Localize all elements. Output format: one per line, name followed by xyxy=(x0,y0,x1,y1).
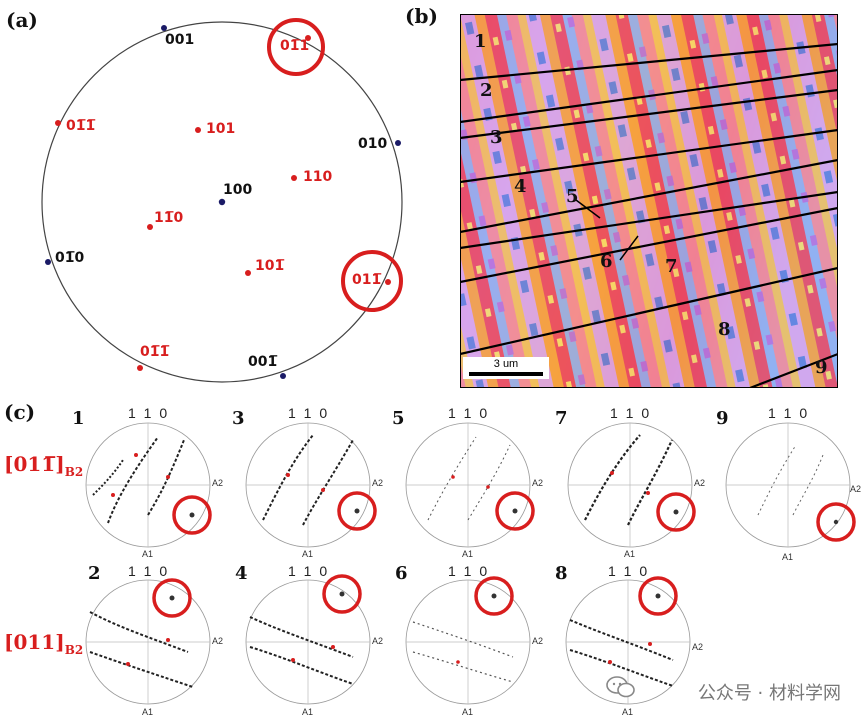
pole-dot xyxy=(305,35,311,41)
pole-dot xyxy=(195,127,201,133)
pole-figure-1 xyxy=(85,422,212,548)
pole-label-010: 010 xyxy=(358,136,388,152)
pf-a1-3: A1 xyxy=(302,549,314,559)
pf-a1-1: A1 xyxy=(142,549,154,559)
pf-a1-9: A1 xyxy=(782,552,794,562)
pole-figure-number-6: 6 xyxy=(395,563,408,584)
pole-dot xyxy=(137,365,143,371)
scale-bar: 3 um xyxy=(463,357,549,379)
pole-figure-2 xyxy=(85,578,211,705)
pole-dot xyxy=(385,279,391,285)
pole-figure-number-7: 7 xyxy=(555,408,568,429)
grain-number-7: 7 xyxy=(665,256,678,277)
pf-top-axis-5: 1 1 0 xyxy=(448,405,490,421)
pf-a1-8: A1 xyxy=(622,707,634,717)
pf-a2-9: A2 xyxy=(850,484,862,494)
grain-number-9: 9 xyxy=(815,357,828,378)
pf-a2-8: A2 xyxy=(692,642,704,652)
pole-label-001: 001 xyxy=(165,32,195,48)
pole-figure-number-4: 4 xyxy=(235,563,248,584)
pole-figure-number-1: 1 xyxy=(72,408,85,429)
pole-figure-number-9: 9 xyxy=(716,408,729,429)
pole-figure-number-2: 2 xyxy=(88,563,101,584)
pole-figure-number-5: 5 xyxy=(392,408,405,429)
grain-number-6: 6 xyxy=(600,251,613,272)
ebsd-orientation-map xyxy=(460,14,838,388)
pole-figure-number-3: 3 xyxy=(232,408,245,429)
pf-a2-5: A2 xyxy=(532,478,544,488)
pole-dot xyxy=(245,270,251,276)
pf-a2-2: A2 xyxy=(212,636,224,646)
grain-number-1: 1 xyxy=(474,31,487,52)
pf-a2-1: A2 xyxy=(212,478,224,488)
pole-label-00-1bar: 001̅ xyxy=(248,354,278,370)
pole-label-110: 110 xyxy=(303,169,333,185)
pf-a2-7: A2 xyxy=(694,478,706,488)
pf-top-axis-8: 1 1 0 xyxy=(608,563,650,579)
pole-figure-number-8: 8 xyxy=(555,563,568,584)
pole-label-10-1bar: 101̅ xyxy=(255,258,285,274)
pf-a1-5: A1 xyxy=(462,549,474,559)
panel-c-label: (c) xyxy=(4,400,36,424)
pf-top-axis-9: 1 1 0 xyxy=(768,405,810,421)
pole-label-0-1bar-1bar: 01̅1̅ xyxy=(66,118,96,134)
pole-figure-4 xyxy=(245,574,371,705)
row-label-011: [011]B2 xyxy=(4,630,84,657)
pole-figure-6 xyxy=(405,576,531,705)
pf-top-axis-2: 1 1 0 xyxy=(128,563,170,579)
pole-label-01-1bar: 011̅ xyxy=(352,272,382,288)
pole-label-1-1bar-0: 11̅0 xyxy=(154,210,184,226)
stereographic-projection xyxy=(41,18,403,383)
wechat-icon xyxy=(606,676,635,698)
grain-number-4: 4 xyxy=(514,176,527,197)
highlight-circle-top xyxy=(267,18,325,76)
highlight-circle-right xyxy=(341,250,403,312)
pole-dot xyxy=(55,120,61,126)
grain-number-5: 5 xyxy=(566,186,579,207)
pf-a1-7: A1 xyxy=(624,549,636,559)
pole-label-100: 100 xyxy=(223,182,253,198)
grain-number-3: 3 xyxy=(490,127,503,148)
pole-figure-8 xyxy=(565,576,691,705)
pf-a2-3: A2 xyxy=(372,478,384,488)
pole-label-101: 101 xyxy=(206,121,236,137)
grain-number-8: 8 xyxy=(718,319,731,340)
pole-figure-3 xyxy=(245,422,377,548)
panel-b-label: (b) xyxy=(405,4,438,28)
pf-top-axis-7: 1 1 0 xyxy=(610,405,652,421)
pf-a1-2: A1 xyxy=(142,707,154,717)
pole-label-0-1bar-0: 01̅0 xyxy=(55,250,85,266)
pole-dot xyxy=(280,373,286,379)
pf-a1-6: A1 xyxy=(462,707,474,717)
scale-bar-label: 3 um xyxy=(493,358,519,370)
pf-a1-4: A1 xyxy=(302,707,314,717)
pole-label-0-1bar-1: 01̅1 xyxy=(280,38,310,54)
pf-a2-4: A2 xyxy=(372,636,384,646)
pole-figure-5 xyxy=(405,422,535,548)
pole-dot xyxy=(45,259,51,265)
pole-dot xyxy=(395,140,401,146)
pf-top-axis-3: 1 1 0 xyxy=(288,405,330,421)
watermark-text: 公众号 · 材料学网 xyxy=(697,683,841,704)
pole-label-0-1bar-1bar-bottom: 01̅1̅ xyxy=(140,344,170,360)
pf-a2-6: A2 xyxy=(532,636,544,646)
pf-top-axis-1: 1 1 0 xyxy=(128,405,170,421)
pole-figure-7 xyxy=(567,422,696,548)
row-label-011bar: [011̅]B2 xyxy=(4,452,84,479)
scale-bar-line xyxy=(469,372,543,376)
pf-top-axis-4: 1 1 0 xyxy=(288,563,330,579)
pole-dot xyxy=(147,224,153,230)
pole-dot xyxy=(161,25,167,31)
grain-number-2: 2 xyxy=(480,80,493,101)
panel-a-label: (a) xyxy=(6,8,38,32)
pole-dot xyxy=(218,198,226,206)
pole-figure-9 xyxy=(725,422,856,548)
pole-dot xyxy=(291,175,297,181)
pf-top-axis-6: 1 1 0 xyxy=(448,563,490,579)
